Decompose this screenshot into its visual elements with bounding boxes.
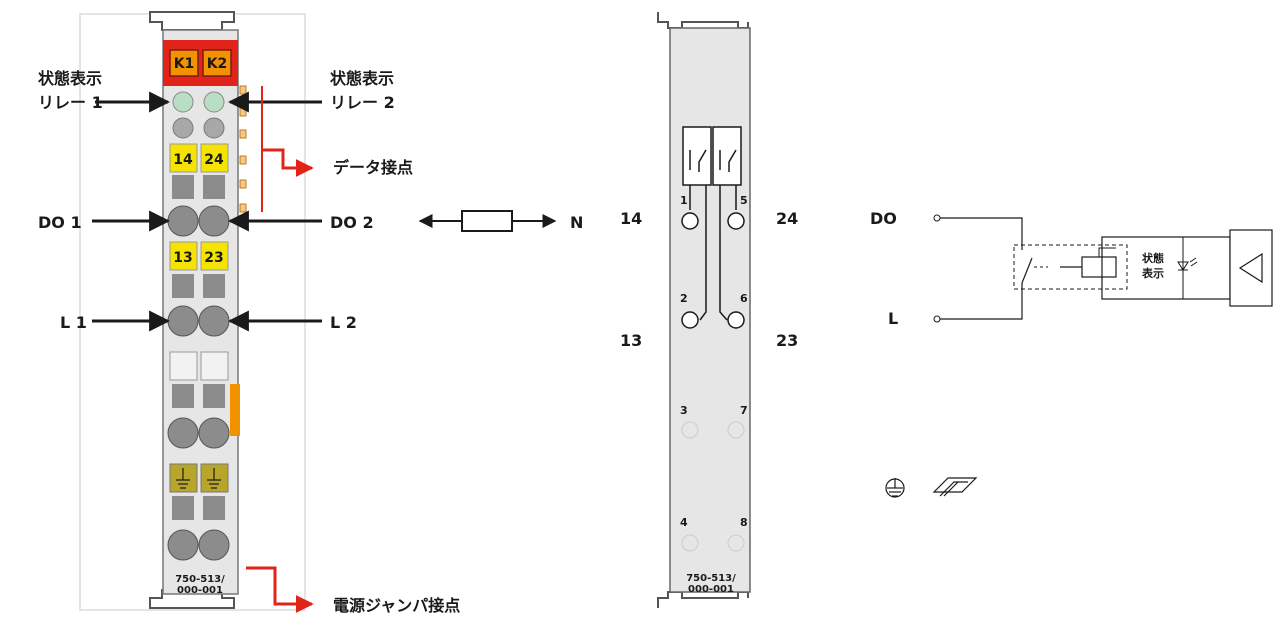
top-clip: [149, 11, 235, 31]
relay-key-k1: [169, 49, 199, 77]
status-relay2-label-line2: リレー 2: [330, 93, 395, 112]
middle-module: 1 5 2 6 3 7 4 8 750-513/ 000-001: [657, 12, 751, 608]
terminal-l1: [167, 305, 199, 337]
led-off-2: [203, 117, 225, 139]
bus-interface-box: [1229, 229, 1273, 307]
push-button-6: [203, 384, 225, 408]
terminal-6: [198, 417, 230, 449]
pin-6-terminal: [727, 311, 745, 329]
tag-13-label: 13: [173, 250, 192, 266]
pin-1-label: 1: [680, 194, 688, 207]
schematic-l-terminal: [933, 315, 941, 323]
relay-key-k2-label: K2: [207, 56, 228, 72]
push-button-5: [172, 384, 194, 408]
tag-14: [169, 143, 198, 173]
status-relay2-label-line1: 状態表示: [330, 69, 394, 88]
terminal-5: [167, 417, 199, 449]
pin-2-label: 2: [680, 292, 688, 305]
tag-23-label: 23: [204, 250, 223, 266]
part-number-line1: 750-513/: [175, 574, 225, 585]
led-off-1: [172, 117, 194, 139]
ground-symbols: [176, 468, 221, 489]
pin-1-terminal: [681, 212, 699, 230]
arrow-data-contacts: [262, 148, 314, 177]
status-box-line1: 状態: [1142, 251, 1164, 265]
power-jumper-label: 電源ジャンパ接点: [333, 596, 460, 615]
pin-6-label: 6: [740, 292, 748, 305]
din-rail-icon: [932, 477, 978, 497]
middle-part-number-line2: 000-001: [688, 584, 734, 595]
middle-left-label-14: 14: [620, 209, 642, 228]
tag-14-label: 14: [173, 152, 193, 168]
do1-label: DO 1: [38, 213, 82, 232]
terminal-do2: [198, 205, 230, 237]
terminal-8: [198, 529, 230, 561]
push-button-7: [172, 496, 194, 520]
status-relay1-label-line2: リレー 1: [38, 93, 103, 112]
led-symbol-icon: [1177, 257, 1198, 271]
schematic-l-label: L: [888, 309, 898, 328]
terminal-l2: [198, 305, 230, 337]
status-led-1: [172, 91, 194, 113]
pin-8-terminal: [727, 534, 745, 552]
middle-left-label-13: 13: [620, 331, 642, 350]
ground-icon: [885, 478, 905, 498]
push-button-8: [203, 496, 225, 520]
push-button-2: [203, 175, 225, 199]
schematic: DO L 状態 表示: [870, 209, 1273, 328]
pin-3-terminal: [681, 421, 699, 439]
status-box: [1101, 236, 1231, 300]
pin-7-terminal: [727, 421, 745, 439]
relay-contact-2: [712, 126, 742, 186]
relay-key-k2: [202, 49, 232, 77]
power-jumper-contact-orange: [230, 384, 240, 436]
load-element: [418, 210, 557, 232]
push-button-1: [172, 175, 194, 199]
l1-label: L 1: [60, 313, 87, 332]
pin-5-label: 5: [740, 194, 748, 207]
left-module: K1 K2 14 24 13 23: [79, 11, 306, 611]
middle-right-label-24: 24: [776, 209, 798, 228]
data-contacts-label: データ接点: [333, 158, 413, 177]
l2-label: L 2: [330, 313, 357, 332]
data-contacts: [239, 85, 247, 213]
tag-24-label: 24: [204, 152, 224, 168]
part-number-line2: 000-001: [177, 585, 223, 596]
terminal-7: [167, 529, 199, 561]
empty-slot-2: [200, 351, 229, 381]
arrow-power-jumper: [246, 566, 314, 613]
tag-24: [200, 143, 229, 173]
push-button-4: [203, 274, 225, 298]
status-box-line2: 表示: [1141, 266, 1164, 280]
relay-key-k1-label: K1: [174, 56, 195, 72]
status-led-2: [203, 91, 225, 113]
relay-contact-1: [682, 126, 712, 186]
pin-4-terminal: [681, 534, 699, 552]
load-n-label: N: [570, 213, 583, 232]
pin-4-label: 4: [680, 516, 688, 529]
pin-2-terminal: [681, 311, 699, 329]
terminal-do1: [167, 205, 199, 237]
schematic-do-label: DO: [870, 209, 897, 228]
pin-7-label: 7: [740, 404, 748, 417]
relay-coil: [1081, 256, 1117, 278]
middle-module-body: [669, 27, 751, 593]
push-button-3: [172, 274, 194, 298]
pin-8-label: 8: [740, 516, 748, 529]
middle-part-number-line1: 750-513/: [686, 573, 736, 584]
middle-right-label-23: 23: [776, 331, 798, 350]
bus-interface-icon: [1238, 252, 1263, 284]
status-relay1-label-line1: 状態表示: [38, 69, 102, 88]
relay-dashed-box: [1013, 244, 1128, 290]
schematic-do-terminal: [933, 214, 941, 222]
tag-23: [200, 241, 229, 271]
empty-slot-1: [169, 351, 198, 381]
tag-13: [169, 241, 198, 271]
do2-label: DO 2: [330, 213, 374, 232]
pin-3-label: 3: [680, 404, 688, 417]
pin-5-terminal: [727, 212, 745, 230]
